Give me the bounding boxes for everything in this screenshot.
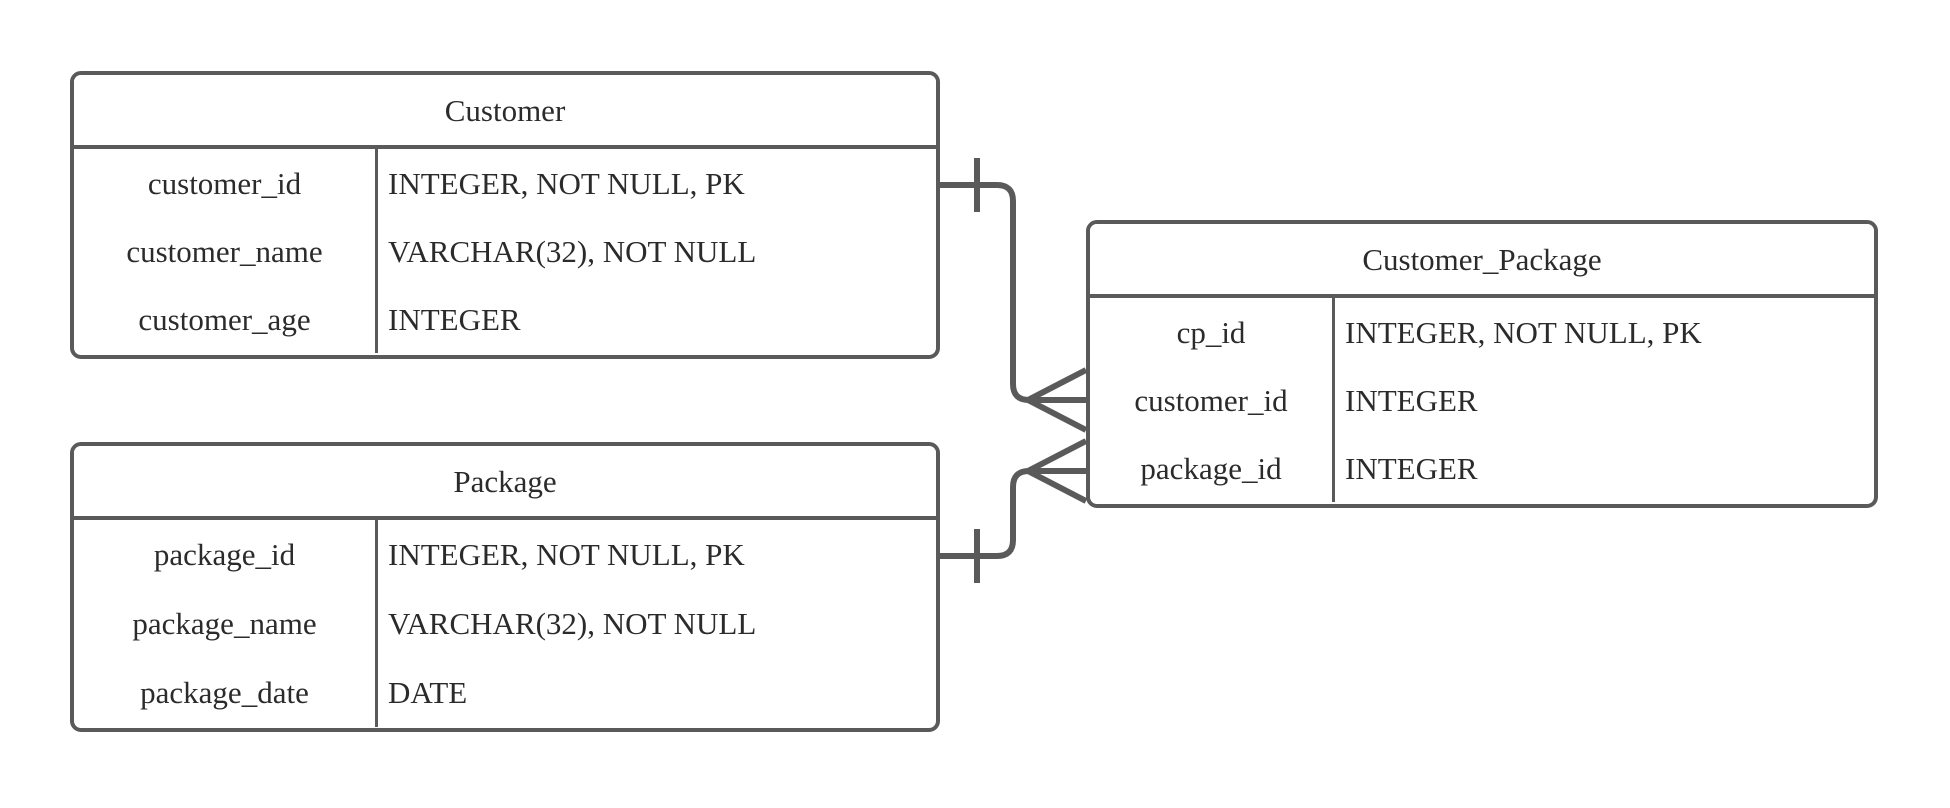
field-name: customer_id (147, 165, 302, 201)
field-name: cp_id (1176, 314, 1246, 350)
field-type: INTEGER, NOT NULL, PK (1345, 314, 1702, 350)
field-name: customer_id (1134, 382, 1288, 418)
cardinality-many-crowsfoot-package-customer-package (1026, 438, 1088, 504)
field-type: INTEGER, NOT NULL, PK (388, 165, 745, 201)
entity-customer-package-field-names: cp_id customer_id package_id (1090, 298, 1335, 502)
relationship-customer-customer-package (940, 158, 1088, 433)
field-type: VARCHAR(32), NOT NULL (388, 233, 757, 269)
field-type: INTEGER, NOT NULL, PK (388, 537, 745, 572)
field-name: customer_name (126, 233, 323, 269)
entity-customer-package-title: Customer_Package (1090, 224, 1874, 298)
entity-package-body: package_id package_name package_date INT… (74, 520, 936, 727)
entity-customer-body: customer_id customer_name customer_age I… (74, 149, 936, 353)
connector-line-package (940, 468, 1086, 559)
entity-customer-title: Customer (74, 75, 936, 149)
entity-customer-package-field-types: INTEGER, NOT NULL, PK INTEGER INTEGER (1335, 298, 1874, 502)
entity-customer[interactable]: Customer customer_id customer_name custo… (70, 71, 940, 359)
entity-customer-package-body: cp_id customer_id package_id INTEGER, NO… (1090, 298, 1874, 502)
entity-package[interactable]: Package package_id package_name package_… (70, 442, 940, 732)
connector-line-customer (940, 182, 1086, 403)
field-name: customer_age (138, 301, 311, 337)
field-name: package_id (1140, 450, 1282, 486)
entity-customer-field-names: customer_id customer_name customer_age (74, 149, 378, 353)
entity-customer-field-types: INTEGER, NOT NULL, PK VARCHAR(32), NOT N… (378, 149, 936, 353)
relationship-package-customer-package (940, 438, 1088, 583)
entity-customer-package[interactable]: Customer_Package cp_id customer_id packa… (1086, 220, 1878, 508)
field-type: INTEGER (388, 301, 521, 337)
field-name: package_id (153, 537, 296, 572)
entity-package-title: Package (74, 446, 936, 520)
entity-package-field-types: INTEGER, NOT NULL, PK VARCHAR(32), NOT N… (378, 520, 936, 727)
field-name: package_name (132, 606, 317, 641)
field-type: INTEGER (1345, 450, 1478, 486)
field-type: INTEGER (1345, 382, 1478, 418)
field-name: package_date (140, 675, 309, 710)
entity-package-field-names: package_id package_name package_date (74, 520, 378, 727)
cardinality-many-crowsfoot-customer-package (1026, 367, 1088, 433)
field-type: VARCHAR(32), NOT NULL (388, 606, 757, 641)
field-type: DATE (388, 675, 468, 710)
